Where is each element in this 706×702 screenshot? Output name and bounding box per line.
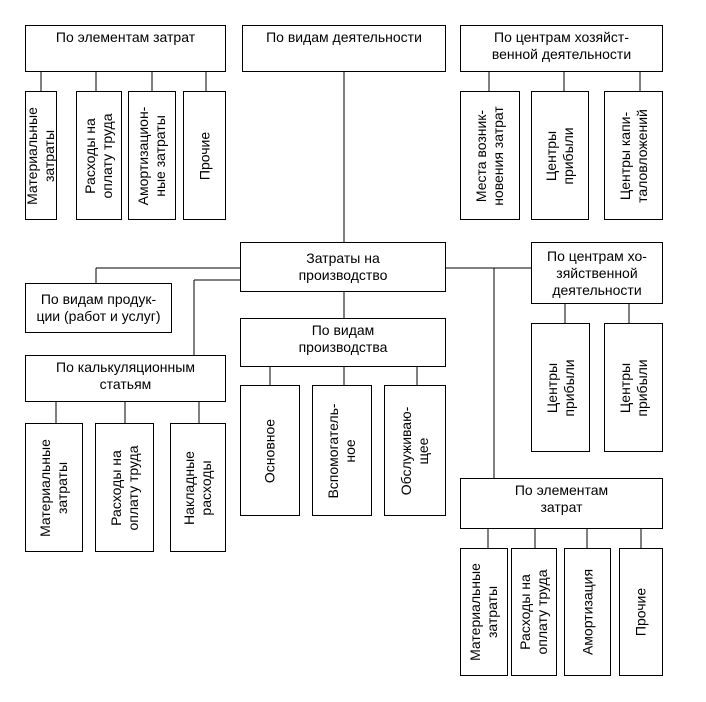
by-centers-right-item-profit-1: Центры прибыли	[531, 323, 590, 452]
by-production-item-main: Основное	[240, 385, 300, 516]
by-centers-top-item-investment: Центры капи- таловложений	[604, 91, 663, 220]
by-elements-bottom-item-labor: Расходы на оплату труда	[511, 548, 557, 676]
by-calculation-item-labor: Расходы на оплату труда	[95, 423, 154, 552]
by-elements-top-box: По элементам затрат	[25, 25, 226, 72]
by-elements-bottom-item-amortization: Амортизация	[564, 548, 611, 676]
by-elements-top-item-material: Материальные затраты	[25, 91, 57, 220]
by-centers-top-item-profit: Центры прибыли	[531, 91, 589, 220]
by-production-item-service: Обслуживаю- щее	[384, 385, 446, 516]
by-elements-top-item-labor: Расходы на оплату труда	[76, 91, 122, 220]
by-centers-right-item-profit-2: Центры прибыли	[604, 323, 663, 452]
by-products-box: По видам продук- ции (работ и услуг)	[25, 283, 172, 333]
by-calculation-item-overhead: Накладные расходы	[170, 423, 226, 552]
production-costs-center-box: Затраты на производство	[240, 242, 446, 292]
by-elements-bottom-item-material: Материальные затраты	[460, 548, 508, 676]
by-production-item-auxiliary: Вспомогатель- ное	[312, 385, 372, 516]
by-elements-bottom-item-other: Прочие	[619, 548, 663, 676]
by-centers-top-item-cost-places: Места возник- новения затрат	[460, 91, 520, 220]
by-calculation-item-material: Материальные затраты	[25, 423, 83, 552]
by-production-box: По видам производства	[240, 318, 446, 367]
by-centers-right-box: По центрам хо- зяйственной деятельности	[531, 242, 663, 304]
by-elements-top-item-amortization: Амортизацион- ные затраты	[128, 91, 176, 220]
by-activity-box: По видам деятельности	[242, 25, 446, 72]
by-elements-top-item-other: Прочие	[183, 91, 226, 220]
by-centers-top-box: По центрам хозяйст- венной деятельности	[460, 25, 663, 72]
by-calculation-box: По калькуляционным статьям	[25, 355, 226, 402]
by-elements-bottom-box: По элементам затрат	[460, 478, 663, 529]
